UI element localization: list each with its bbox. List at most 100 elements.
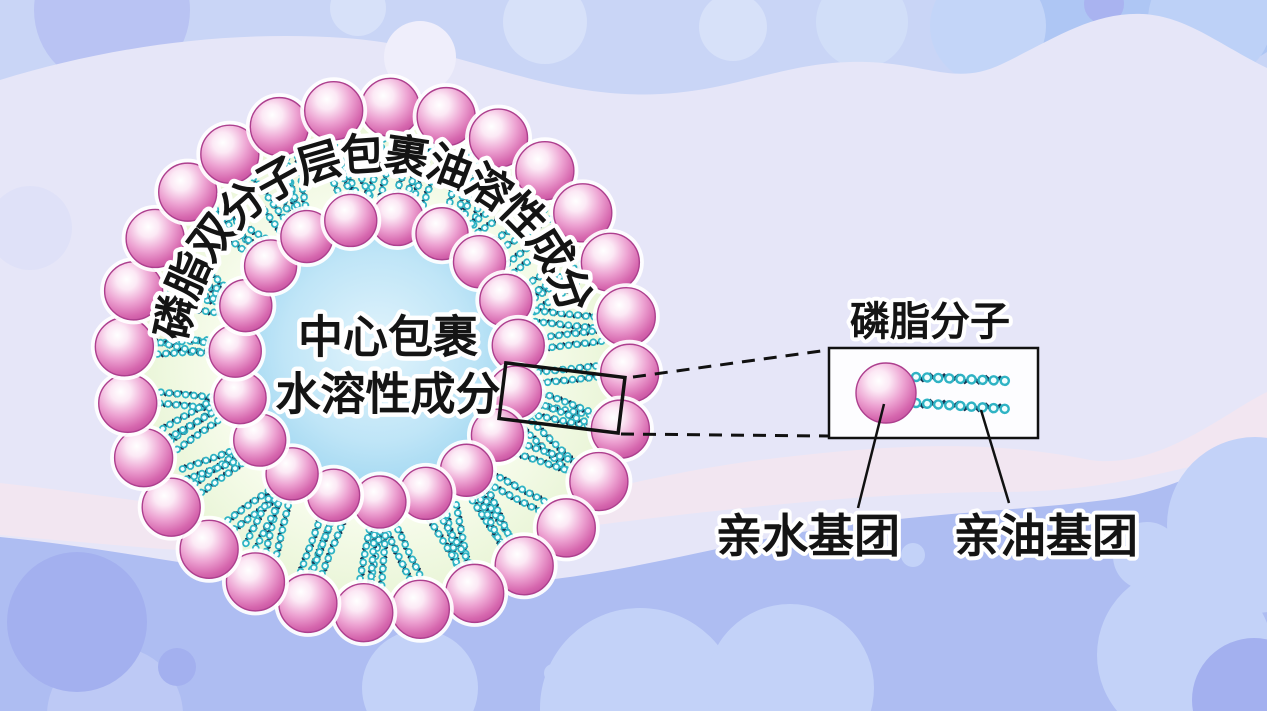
outer-head-sphere (303, 81, 364, 141)
background-bubble (362, 630, 478, 711)
outer-head-sphere (334, 582, 394, 643)
tail-beads-core (404, 138, 430, 199)
tail-beads-core (268, 157, 292, 219)
background-bubble (158, 648, 196, 686)
tail-beads-core (530, 277, 585, 315)
tail-beads-core (178, 256, 225, 303)
inset-head-sphere (855, 362, 917, 424)
background-bubble (1192, 638, 1267, 711)
outer-head-sphere (225, 552, 286, 612)
pink-wave-band (0, 392, 1267, 552)
background-bubble (330, 0, 386, 36)
background-bubble (816, 0, 908, 68)
outer-head-sphere (360, 77, 420, 138)
tail-beads-core (232, 492, 285, 531)
tail-beads-core (148, 338, 211, 357)
tail-beads-core (205, 206, 258, 248)
outer-head-sphere (141, 477, 201, 537)
tail-beads-core (213, 207, 270, 242)
background-bubble (699, 0, 767, 61)
tail-beads-core (198, 215, 251, 256)
tail-beads-core (484, 480, 541, 513)
outer-head-sphere (553, 183, 613, 243)
tail-beads-core (520, 426, 569, 472)
tail-beads-core (342, 138, 372, 198)
background-bubble (503, 0, 587, 64)
tail-beads-core (379, 525, 388, 590)
tail-beads-core (178, 447, 240, 472)
background-bubble (706, 604, 874, 711)
tail-beads-core (523, 251, 579, 288)
tail-beads-core (410, 144, 434, 206)
background-bubble (901, 543, 925, 567)
outer-head-sphere (94, 317, 155, 377)
tail-beads-core (498, 216, 554, 252)
tail-beads-core (394, 134, 420, 195)
tail-beads-core (323, 137, 354, 196)
tail-beads-core (391, 518, 422, 577)
tail-beads-core (320, 516, 347, 576)
tail-beads-core (503, 225, 555, 268)
tail-beads-core (242, 182, 283, 235)
tail-beads-core (378, 139, 396, 202)
tail-beads-core (528, 418, 576, 464)
tail-beads-core (535, 400, 596, 427)
background-bubble (540, 608, 740, 711)
tail-beads-core (534, 364, 599, 375)
inner-head-sphere (324, 193, 378, 248)
tail-beads-core (252, 494, 285, 552)
tail-beads-core (165, 269, 227, 293)
background-bubble (384, 21, 456, 93)
tail-beads-core (157, 401, 222, 411)
background-bubble (0, 186, 72, 270)
tail-beads-core (485, 485, 514, 545)
tail-beads-core (474, 198, 529, 236)
tail-beads-core (298, 515, 323, 576)
tail-beads-core (514, 451, 576, 475)
tail-beads-core (295, 154, 309, 218)
tail-beads-core (526, 412, 590, 428)
tail-beads-core (475, 489, 504, 549)
tail-beads-core (164, 407, 221, 442)
tail-beads-core (453, 501, 470, 564)
outer-head-sphere (515, 141, 575, 201)
background-bubble (544, 664, 562, 682)
outer-head-sphere (468, 108, 529, 168)
tail-beads-core (456, 152, 474, 215)
leader-dashed-bottom (620, 432, 829, 438)
tail-beads-core (535, 375, 600, 386)
center-label-line1: 中心包裹 (298, 311, 478, 364)
tail-beads-core (308, 518, 334, 580)
aqueous-core (224, 207, 530, 513)
tail-beads-core (159, 397, 216, 432)
tail-beads-core (151, 327, 214, 347)
outer-head-sphere (596, 286, 656, 347)
background-bubble (7, 552, 147, 692)
tail-beads-core (913, 400, 1010, 412)
bottom-wave (0, 444, 1267, 711)
outer-head-sphere (113, 427, 174, 488)
tail-beads-core (182, 457, 243, 482)
tail-beads-core (492, 206, 549, 242)
outer-head-sphere (158, 162, 218, 222)
outer-head-sphere (536, 498, 596, 558)
tail-beads-core (489, 470, 547, 504)
tail-beads-core (274, 493, 293, 557)
tail-beads-core (175, 412, 229, 452)
tail-beads-core (162, 303, 226, 316)
tail-beads-core (427, 517, 464, 573)
tail-beads-core (368, 524, 377, 589)
outer-head-sphere (444, 563, 505, 624)
tail-beads-core (539, 390, 600, 417)
outer-head-sphere (200, 124, 260, 184)
tail-beads-core (313, 142, 344, 201)
tail-beads-core (162, 280, 223, 304)
tail-beads-core (468, 188, 522, 227)
outer-head-sphere (125, 208, 185, 269)
outer-head-sphere (390, 579, 451, 639)
inset-title: 磷脂分子 (850, 299, 1010, 345)
tail-beads-core (510, 234, 562, 276)
leader-dashed-top (632, 348, 829, 379)
